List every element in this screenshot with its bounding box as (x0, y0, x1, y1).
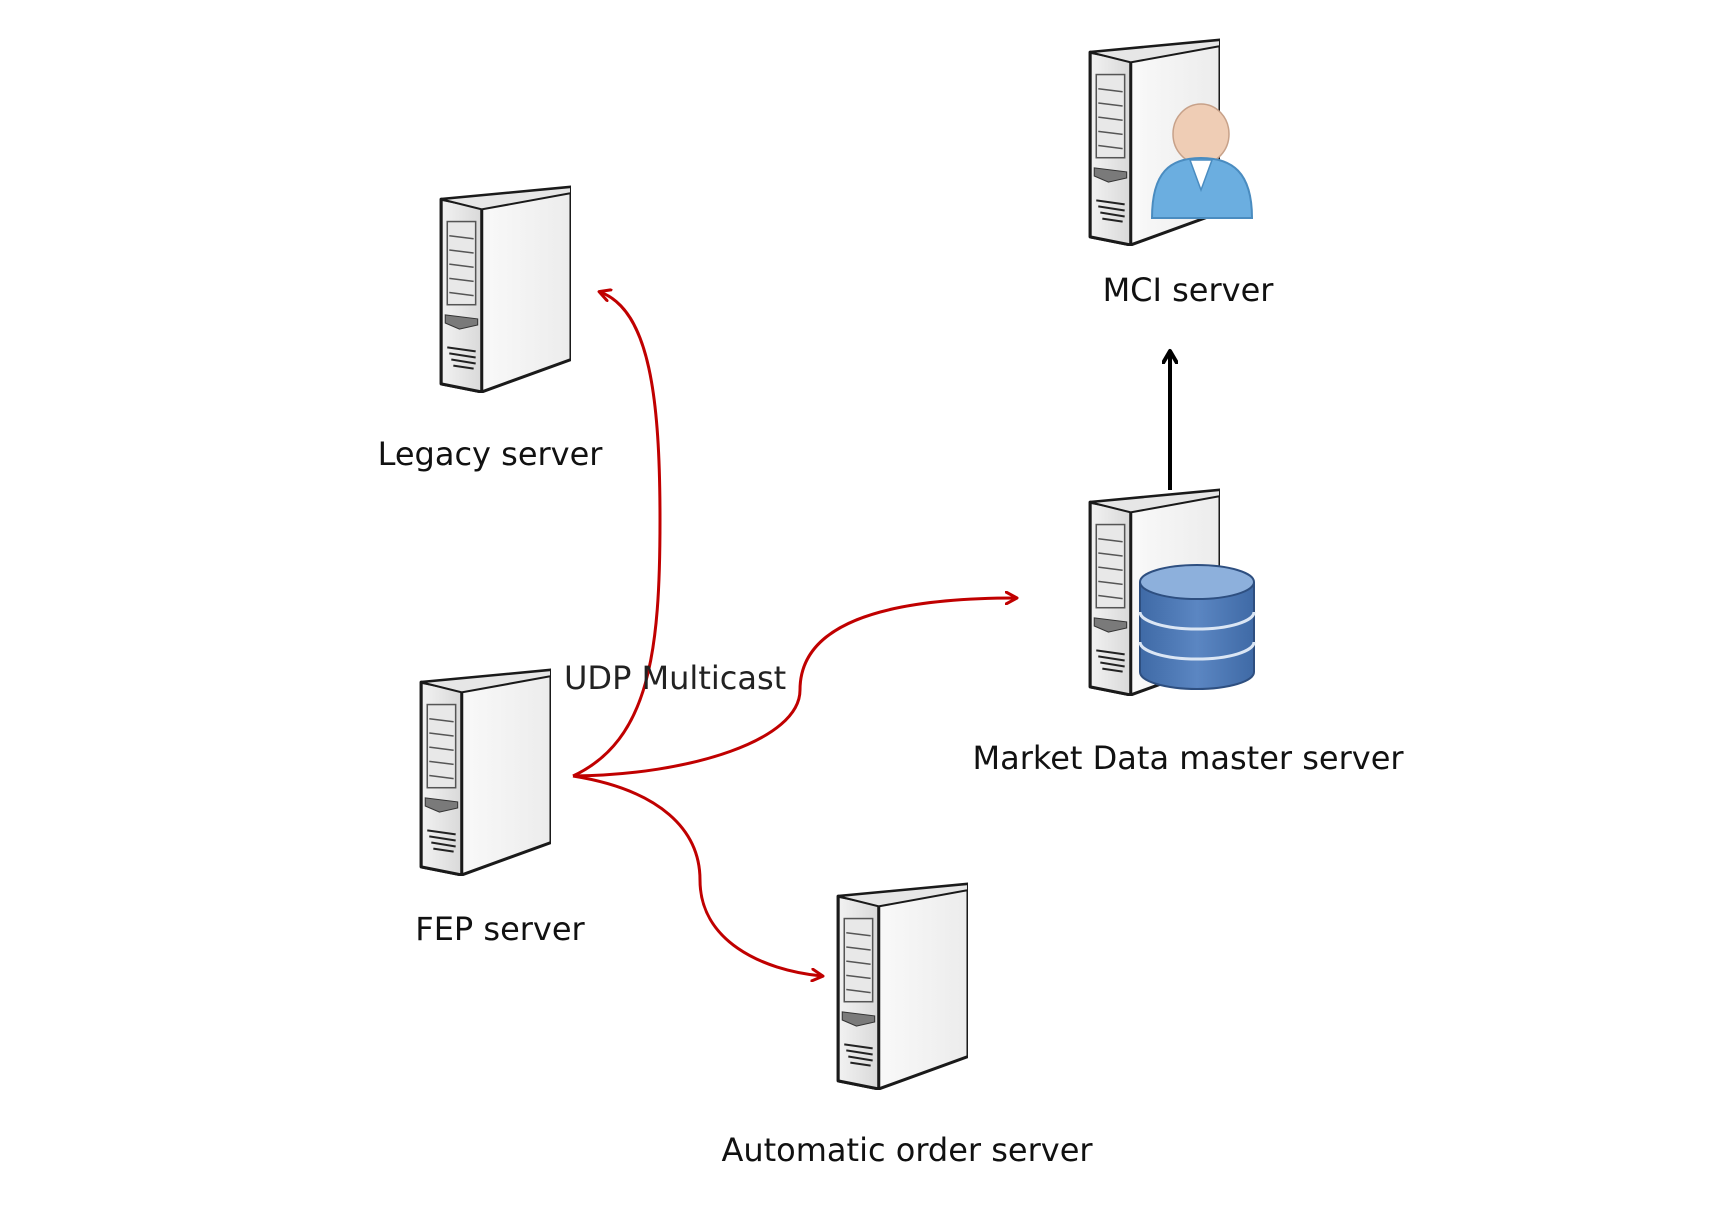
market-data-server-label: Market Data master server (972, 739, 1404, 777)
fep-server-icon (419, 668, 551, 876)
udp-multicast-edges (572, 292, 1016, 976)
user-icon (1150, 103, 1254, 219)
automatic-order-server-label: Automatic order server (721, 1131, 1093, 1169)
legacy-server-label: Legacy server (377, 435, 603, 473)
edge-fep-to-legacy (572, 292, 662, 778)
legacy-server-icon (439, 185, 571, 393)
database-icon (1138, 564, 1256, 690)
automatic-order-server-icon (836, 882, 968, 1090)
udp-multicast-label: UDP Multicast (564, 659, 787, 697)
edge-fep-to-automatic-order (572, 774, 822, 976)
mci-server-label: MCI server (1102, 271, 1274, 309)
edge-fep-to-market-data (572, 598, 1016, 778)
fep-server-label: FEP server (415, 910, 585, 948)
